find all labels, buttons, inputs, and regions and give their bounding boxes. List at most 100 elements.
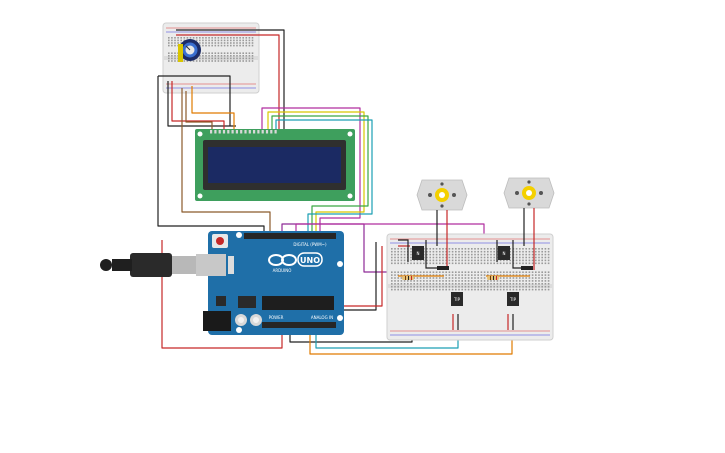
breadboard-hole — [471, 283, 473, 285]
diode-2[interactable] — [521, 266, 533, 270]
breadboard-hole — [451, 253, 454, 256]
lcd-display[interactable] — [195, 129, 355, 201]
breadboard-hole — [217, 60, 220, 62]
breadboard-hole — [445, 262, 447, 265]
breadboard-hole — [455, 280, 457, 282]
breadboard-hole — [487, 271, 489, 273]
transistor-label-1: TIP — [453, 297, 461, 302]
breadboard-hole — [248, 55, 251, 57]
breadboard-hole — [407, 274, 409, 276]
breadboard-hole — [211, 60, 213, 62]
resistor-1[interactable] — [402, 276, 414, 280]
breadboard-hole — [442, 271, 444, 273]
breadboard-hole — [467, 253, 470, 256]
breadboard-hole — [467, 259, 470, 262]
breadboard-hole — [245, 55, 248, 57]
breadboard-hole — [464, 259, 467, 262]
breadboard-hole — [483, 288, 486, 291]
lcd-pin — [227, 130, 230, 134]
dc-motors[interactable] — [416, 177, 555, 211]
breadboard-hole — [220, 44, 223, 47]
breadboard-hole — [445, 248, 447, 250]
transistor-1[interactable]: TIP — [451, 292, 463, 306]
main-breadboard[interactable] — [386, 233, 554, 341]
potentiometer[interactable] — [179, 39, 201, 61]
breadboard-hole — [528, 256, 531, 259]
breadboard-hole — [168, 39, 170, 42]
breadboard-hole — [474, 277, 476, 279]
breadboard-hole — [168, 57, 170, 60]
breadboard-hole — [445, 288, 447, 291]
breadboard-hole — [477, 288, 479, 291]
breadboard-hole — [180, 39, 182, 42]
breadboard-hole — [474, 248, 476, 250]
breadboard-hole — [544, 256, 547, 259]
breadboard-hole — [451, 274, 454, 276]
breadboard-hole — [487, 288, 489, 291]
breadboard-hole — [429, 259, 431, 262]
breadboard-hole — [451, 283, 454, 285]
breadboard-hole — [242, 57, 244, 60]
breadboard-hole — [445, 250, 447, 253]
breadboard-hole — [474, 280, 476, 282]
breadboard-hole — [400, 285, 403, 288]
lcd-pin — [244, 130, 247, 134]
breadboard-hole — [509, 253, 511, 256]
breadboard-hole — [410, 280, 412, 282]
breadboard-hole — [397, 277, 399, 279]
transistor-2[interactable]: TIP — [507, 292, 519, 306]
driver-ic-1[interactable]: N — [412, 246, 424, 260]
breadboard-hole — [230, 44, 232, 47]
small-breadboard[interactable] — [162, 22, 260, 94]
dc-motor-2[interactable] — [503, 177, 555, 209]
breadboard-hole — [214, 44, 217, 47]
breadboard-hole — [528, 259, 531, 262]
breadboard-hole — [199, 42, 201, 44]
breadboard-hole — [544, 280, 547, 282]
breadboard-hole — [397, 288, 399, 291]
breadboard-hole — [220, 39, 223, 42]
breadboard-hole — [236, 39, 238, 42]
breadboard-hole — [410, 256, 412, 259]
breadboard-hole — [464, 277, 467, 279]
breadboard-hole — [480, 283, 483, 285]
breadboard-hole — [233, 55, 235, 57]
diode-1[interactable] — [437, 266, 449, 270]
breadboard-hole — [464, 253, 467, 256]
breadboard-hole — [419, 262, 422, 265]
breadboard-hole — [471, 288, 473, 291]
breadboard-hole — [509, 285, 511, 288]
breadboard-hole — [171, 37, 173, 39]
breadboard-hole — [445, 259, 447, 262]
breadboard-hole — [226, 37, 229, 39]
breadboard-hole — [496, 262, 499, 265]
wire-blue — [275, 119, 373, 232]
breadboard-hole — [499, 277, 502, 279]
breadboard-hole — [544, 288, 547, 291]
breadboard-hole — [547, 280, 550, 282]
breadboard-hole — [214, 60, 217, 62]
wire-black — [176, 29, 285, 130]
dc-motor-1[interactable] — [416, 179, 468, 211]
driver-ic-2[interactable]: N — [498, 246, 510, 260]
breadboard-hole — [525, 274, 527, 276]
breadboard-hole — [538, 285, 540, 288]
breadboard-hole — [471, 262, 473, 265]
breadboard-hole — [471, 280, 473, 282]
breadboard-hole — [394, 283, 396, 285]
breadboard-hole — [226, 39, 229, 42]
breadboard-hole — [467, 250, 470, 253]
breadboard-hole — [496, 283, 499, 285]
lcd-pin — [222, 130, 226, 134]
breadboard-hole — [403, 262, 406, 265]
breadboard-hole — [397, 262, 399, 265]
resistor-2[interactable] — [487, 276, 499, 280]
breadboard-hole — [202, 42, 204, 44]
breadboard-hole — [519, 288, 521, 291]
arduino-uno-board[interactable]: UNO ARDUINO DIGITAL (PWM~) ANALOG IN POW… — [196, 231, 344, 335]
breadboard-hole — [205, 60, 207, 62]
breadboard-hole — [242, 55, 244, 57]
lcd-pin — [261, 130, 264, 134]
usb-cable — [100, 253, 196, 277]
breadboard-hole — [239, 44, 241, 47]
